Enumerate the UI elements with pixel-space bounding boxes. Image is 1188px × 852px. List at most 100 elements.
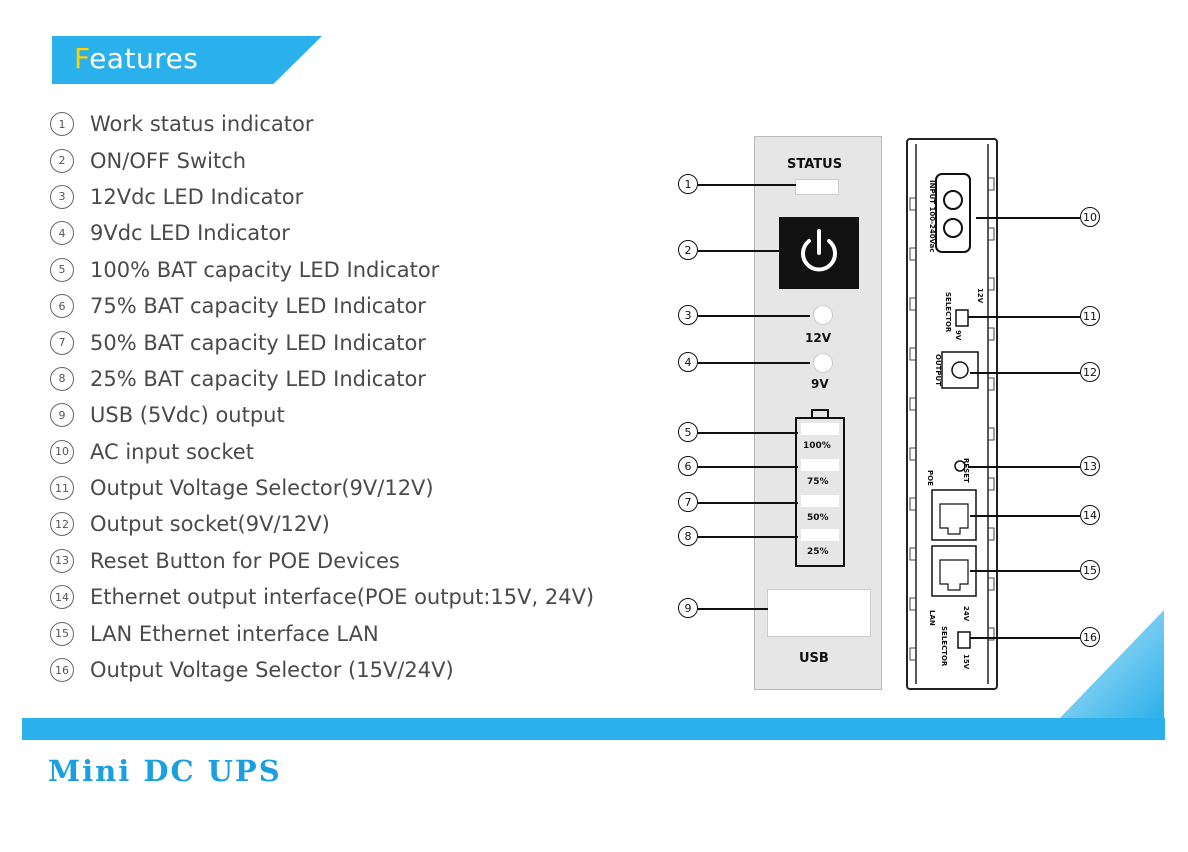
item-label: Work status indicator [90,112,314,137]
lan-label: LAN [928,610,936,626]
selector-24v-label: 24V [962,606,970,622]
page-title: Features [74,42,199,75]
callout-12: 12 [1080,362,1100,382]
poe-label: POE [926,470,934,486]
leader-7 [698,502,798,504]
item-number: 16 [50,658,74,683]
callout-9: 9 [678,598,698,618]
item-number: 15 [50,621,74,646]
battery-led-25 [801,529,839,541]
callout-3: 3 [678,305,698,325]
leader-6 [698,466,798,468]
leader-15 [970,570,1080,572]
status-label: STATUS [787,157,843,172]
corner-accent [1058,610,1164,720]
usb-label: USB [799,651,829,666]
leader-11 [968,316,1080,318]
usb-port [767,589,871,637]
selector-12v-label: 12V [976,288,984,304]
item-label: 100% BAT capacity LED Indicator [90,257,440,282]
callout-15: 15 [1080,560,1100,580]
callout-1: 1 [678,174,698,194]
battery-gauge: 100% 75% 50% 25% [795,417,845,567]
battery-led-75 [801,459,839,471]
leader-1 [698,184,796,186]
item-label: LAN Ethernet interface LAN [90,621,379,646]
list-item: 16 Output Voltage Selector (15V/24V) [50,652,594,688]
callout-5: 5 [678,422,698,442]
item-number: 1 [50,112,74,137]
input-label: INPUT 100-240Vac [928,180,936,253]
leader-9 [698,608,768,610]
led-12v [813,305,833,325]
item-number: 12 [50,512,74,537]
leader-12 [970,372,1080,374]
item-number: 9 [50,403,74,428]
leader-4 [698,362,810,364]
front-panel: STATUS 12V 9V 100% 75% 50% 25% USB [754,136,882,690]
label-9v: 9V [811,377,829,391]
list-item: 1 Work status indicator [50,106,594,142]
selector-9v-label: 9V [954,330,962,341]
list-item: 3 12Vdc LED Indicator [50,179,594,215]
list-item: 15 LAN Ethernet interface LAN [50,615,594,651]
leader-2 [698,250,780,252]
item-label: 12Vdc LED Indicator [90,184,304,209]
callout-7: 7 [678,492,698,512]
item-label: USB (5Vdc) output [90,403,285,428]
item-label: AC input socket [90,439,254,464]
item-number: 2 [50,148,74,173]
callout-2: 2 [678,240,698,260]
item-number: 5 [50,257,74,282]
list-item: 8 25% BAT capacity LED Indicator [50,361,594,397]
led-9v [813,353,833,373]
item-number: 6 [50,294,74,319]
item-number: 7 [50,330,74,355]
reset-label: RESET [962,458,970,483]
callout-8: 8 [678,526,698,546]
bottom-divider-bar [22,718,1165,740]
item-label: Output Voltage Selector (15V/24V) [90,658,454,683]
battery-terminal [811,409,829,417]
item-label: 9Vdc LED Indicator [90,221,290,246]
battery-label-75: 75% [807,477,829,487]
selector-15v-label: 15V [962,654,970,670]
callout-13: 13 [1080,456,1100,476]
item-label: Output Voltage Selector(9V/12V) [90,476,434,501]
item-number: 3 [50,184,74,209]
back-panel-ridges [909,144,995,684]
leader-10 [976,217,1080,219]
battery-led-50 [801,495,839,507]
label-12v: 12V [805,331,831,345]
selector-label-2: SELECTOR [940,626,948,667]
battery-led-100 [801,423,839,435]
callout-11: 11 [1080,306,1100,326]
power-icon [801,229,837,272]
item-label: 75% BAT capacity LED Indicator [90,294,426,319]
list-item: 5 100% BAT capacity LED Indicator [50,252,594,288]
list-item: 6 75% BAT capacity LED Indicator [50,288,594,324]
callout-16: 16 [1080,627,1100,647]
leader-8 [698,536,798,538]
callout-6: 6 [678,456,698,476]
item-label: Ethernet output interface(POE output:15V… [90,585,595,610]
battery-label-25: 25% [807,547,829,557]
list-item: 7 50% BAT capacity LED Indicator [50,324,594,360]
header-banner [52,36,322,84]
status-indicator [795,179,839,195]
item-number: 8 [50,366,74,391]
item-label: 50% BAT capacity LED Indicator [90,330,426,355]
leader-16 [970,637,1080,639]
product-title: Mini DC UPS [48,754,282,788]
battery-label-50: 50% [807,513,829,523]
back-panel: INPUT 100-240Vac SELECTOR 12V 9V OUTPUT … [906,138,998,690]
item-label: 25% BAT capacity LED Indicator [90,366,426,391]
item-number: 13 [50,548,74,573]
